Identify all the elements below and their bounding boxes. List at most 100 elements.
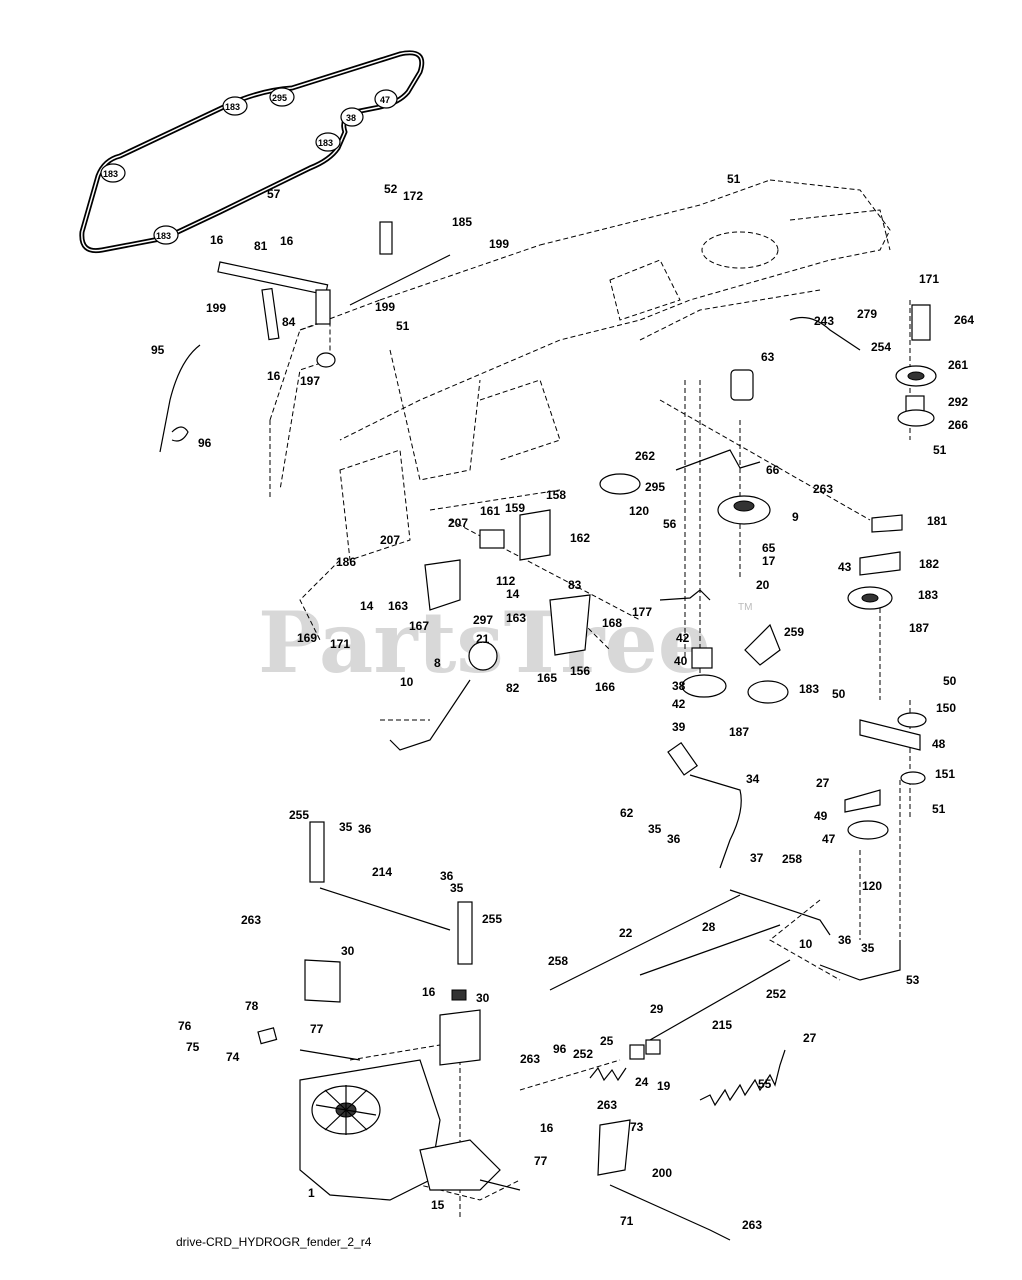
callout: 259 [784, 625, 804, 639]
belt-pulley-ring: 183 [100, 163, 126, 183]
callout: 255 [289, 808, 309, 822]
callout: 75 [186, 1040, 200, 1054]
callout: 63 [761, 350, 775, 364]
callout: 16 [422, 985, 436, 999]
drive-belt [79, 50, 425, 254]
callout: 207 [380, 533, 400, 547]
callout: 177 [632, 605, 652, 619]
callout: 50 [832, 687, 846, 701]
callout: 172 [403, 189, 423, 203]
callout: 37 [750, 851, 764, 865]
callout: 51 [727, 172, 741, 186]
callout: 9 [792, 510, 799, 524]
part-shapes [159, 221, 937, 1241]
callout: 169 [297, 631, 317, 645]
callout: 27 [816, 776, 830, 790]
callout: 182 [919, 557, 939, 571]
callout: 22 [619, 926, 633, 940]
belt-pulley-ring: 47 [374, 89, 398, 109]
callout: 30 [476, 991, 490, 1005]
callout: 295 [645, 480, 665, 494]
reference-lines [299, 300, 911, 1220]
callout: 35 [450, 881, 464, 895]
callout: 47 [822, 832, 836, 846]
callout: 51 [933, 443, 947, 457]
callout: 181 [927, 514, 947, 528]
callout: 35 [339, 820, 353, 834]
callout-labels: 57 51 52 172 185 199 16 81 16 199 84 199… [151, 172, 974, 1232]
callout: 14 [360, 599, 374, 613]
svg-text:295: 295 [272, 93, 287, 103]
callout: 50 [943, 674, 957, 688]
callout: 17 [762, 554, 776, 568]
callout: 21 [476, 632, 490, 646]
callout: 199 [489, 237, 509, 251]
callout: 36 [838, 933, 852, 947]
callout: 29 [650, 1002, 664, 1016]
callout: 16 [267, 369, 281, 383]
callout: 183 [799, 682, 819, 696]
diagram-caption: drive-CRD_HYDROGR_fender_2_r4 [176, 1235, 372, 1249]
callout: 52 [384, 182, 398, 196]
belt-pulley-ring: 183 [153, 225, 179, 245]
callout: 19 [657, 1079, 671, 1093]
belt-pulley-ring: 183 [315, 132, 341, 152]
callout: 187 [909, 621, 929, 635]
callout: 162 [570, 531, 590, 545]
callout: 84 [282, 315, 296, 329]
callout: 171 [330, 637, 350, 651]
callout: 151 [935, 767, 955, 781]
callout: 197 [300, 374, 320, 388]
callout: 207 [448, 516, 468, 530]
svg-text:183: 183 [156, 231, 171, 241]
belt-pulley-ring: 38 [340, 107, 364, 127]
callout: 261 [948, 358, 968, 372]
callout: 49 [814, 809, 828, 823]
svg-text:183: 183 [318, 138, 333, 148]
callout: 167 [409, 619, 429, 633]
callout: 297 [473, 613, 493, 627]
svg-text:183: 183 [103, 169, 118, 179]
callout: 263 [520, 1052, 540, 1066]
callout: 200 [652, 1166, 672, 1180]
callout: 20 [756, 578, 770, 592]
callout: 48 [932, 737, 946, 751]
callout: 159 [505, 501, 525, 515]
svg-text:183: 183 [225, 102, 240, 112]
callout: 40 [674, 654, 688, 668]
callout: 8 [434, 656, 441, 670]
callout: 65 [762, 541, 776, 555]
callout: 163 [388, 599, 408, 613]
callout: 30 [341, 944, 355, 958]
callout: 266 [948, 418, 968, 432]
callout: 28 [702, 920, 716, 934]
callout: 112 [496, 574, 516, 588]
tractor-frame [269, 179, 891, 561]
callout: 76 [178, 1019, 192, 1033]
callout: 36 [358, 822, 372, 836]
callout: 42 [676, 631, 690, 645]
callout: 214 [372, 865, 392, 879]
callout: 163 [506, 611, 526, 625]
callout: 199 [375, 300, 395, 314]
callout: 279 [857, 307, 877, 321]
callout: 16 [540, 1121, 554, 1135]
callout: 252 [573, 1047, 593, 1061]
callout: 10 [400, 675, 414, 689]
callout: 36 [440, 869, 454, 883]
callout: 254 [871, 340, 891, 354]
callout: 62 [620, 806, 634, 820]
callout: 166 [595, 680, 615, 694]
callout: 96 [553, 1042, 567, 1056]
callout: 1 [308, 1186, 315, 1200]
callout: 263 [813, 482, 833, 496]
callout: 57 [267, 187, 281, 201]
callout: 264 [954, 313, 974, 327]
callout: 66 [766, 463, 780, 477]
callout: 51 [396, 319, 410, 333]
callout: 71 [620, 1214, 634, 1228]
callout: 38 [672, 679, 686, 693]
callout: 158 [546, 488, 566, 502]
callout: 262 [635, 449, 655, 463]
